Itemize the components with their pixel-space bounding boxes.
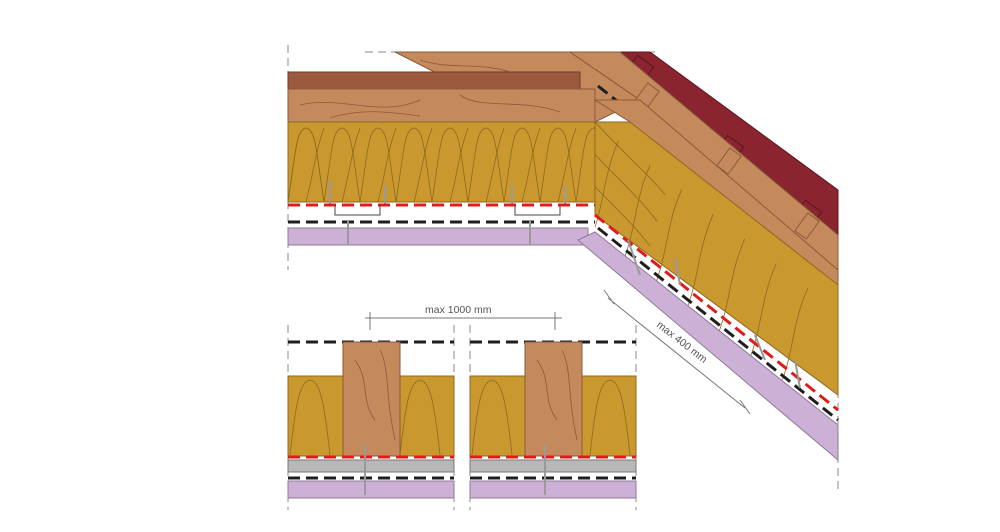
dimension-horizontal-label: max 1000 mm [425,304,492,316]
dimension-slope [603,289,751,415]
detail-section-b [469,340,637,499]
sloped-roof-section: max 400 mm [568,51,839,462]
metal-profile-a [287,459,455,473]
plasterboard-slope [577,231,839,462]
plasterboard-horizontal [287,227,589,246]
dimension-horizontal [365,312,562,330]
plasterboard-b [469,480,637,499]
membrane-slope-inner [597,226,839,422]
plasterboard-a [287,480,455,499]
dark-board [287,71,581,90]
detail-section-a [287,340,455,499]
insulation-slope [594,121,839,396]
insulation-horizontal [287,121,596,203]
stud-a [342,341,401,457]
stud-b [524,341,583,457]
battens [568,51,839,287]
metal-profile-b [469,459,637,473]
horizontal-roof-section [287,51,641,246]
